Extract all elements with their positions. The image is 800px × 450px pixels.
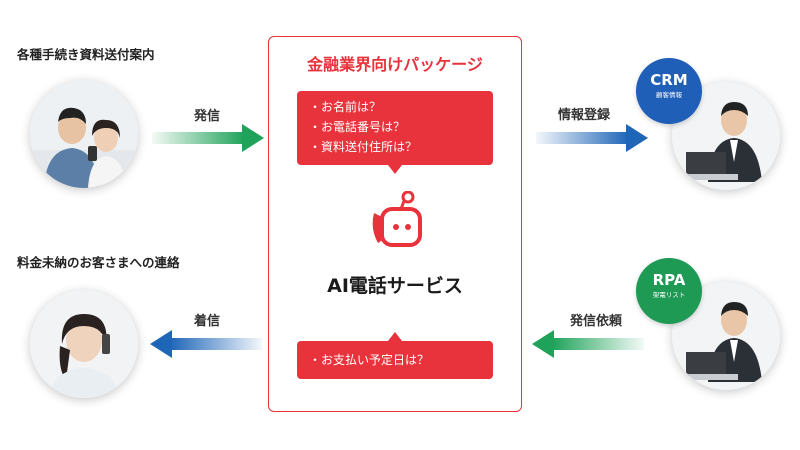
- service-name: AI電話サービス: [327, 275, 463, 297]
- bottom-left-caption: 料金未納のお客さまへの連絡: [17, 255, 180, 270]
- woman-on-phone-photo: [30, 290, 138, 398]
- top-left-caption: 各種手続き資料送付案内: [17, 47, 155, 62]
- call-request-arrow: [532, 330, 644, 362]
- family-photo: [30, 80, 138, 188]
- rpa-badge: RPA 架電リスト: [636, 258, 702, 324]
- incoming-call-label: 着信: [194, 314, 221, 329]
- question-item: ・お支払い予定日は？: [309, 353, 430, 367]
- rpa-operator-photo: [672, 282, 780, 390]
- outgoing-call-arrow: [152, 124, 264, 156]
- arrow-left-icon: [532, 330, 644, 358]
- question-item: ・お名前は？: [309, 100, 382, 114]
- question-item: ・資料送付住所は？: [309, 140, 418, 154]
- questions-bubble: ・お名前は？ ・お電話番号は？ ・資料送付住所は？: [297, 91, 493, 165]
- family-photo-illustration: [30, 80, 138, 188]
- crm-subtitle: 顧客情報: [656, 91, 682, 99]
- bubble-tail: [388, 165, 402, 174]
- panel-title: 金融業界向けパッケージ: [307, 55, 483, 74]
- arrow-right-icon: [152, 124, 264, 152]
- arrow-left-icon: [150, 330, 262, 358]
- payment-question-bubble: ・お支払い予定日は？: [297, 341, 493, 379]
- question-item: ・お電話番号は？: [309, 120, 406, 134]
- robot-phone-icon: [368, 190, 424, 255]
- package-panel: 金融業界向けパッケージ ・お名前は？ ・お電話番号は？ ・資料送付住所は？ AI…: [268, 36, 522, 412]
- rpa-title: RPA: [652, 271, 686, 289]
- woman-on-phone-illustration: [30, 290, 138, 398]
- outgoing-call-label: 発信: [194, 109, 221, 124]
- info-register-arrow: [536, 124, 648, 156]
- incoming-call-arrow: [150, 330, 262, 362]
- info-register-label: 情報登録: [558, 108, 611, 123]
- arrow-right-icon: [536, 124, 648, 152]
- rpa-subtitle: 架電リスト: [652, 291, 686, 299]
- call-request-label: 発信依頼: [570, 314, 623, 329]
- bubble-tail: [388, 332, 402, 341]
- crm-title: CRM: [650, 71, 688, 89]
- crm-badge: CRM 顧客情報: [636, 58, 702, 124]
